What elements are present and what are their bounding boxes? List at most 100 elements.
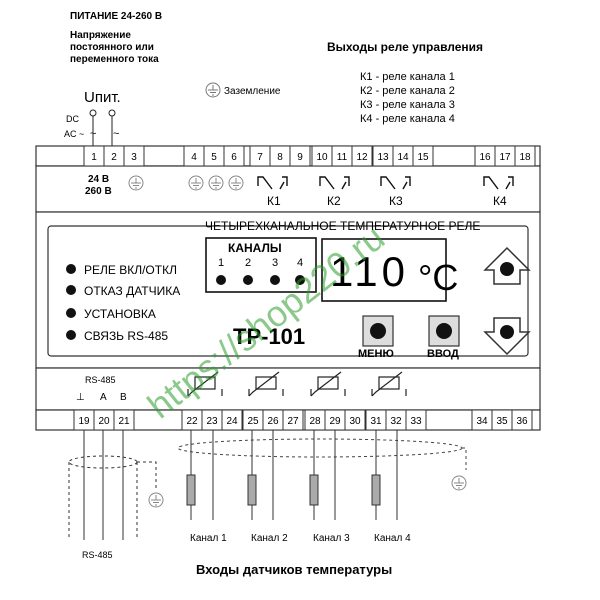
indicator-sensor-fault: ОТКАЗ ДАТЧИКА [66,284,180,298]
relay-output-item-3: К3 - реле канала 3 [360,99,455,111]
relay-output-item-1: К1 - реле канала 1 [360,71,455,83]
terminal-number: 27 [287,416,299,427]
terminal-15: 15 [412,145,434,167]
terminal-number: 5 [211,152,217,163]
terminal-number: 2 [111,152,117,163]
terminal-13: 13 [372,145,394,167]
terminal-number: 25 [247,416,259,427]
indicator-led-icon [66,264,76,274]
terminal-14: 14 [392,145,414,167]
relay-label-k1: К1 [267,194,281,208]
terminal-number: 36 [516,416,528,427]
rs485-cable [68,430,157,540]
terminal-number: 29 [329,416,341,427]
terminal-3: 3 [123,145,145,167]
channel-led-1-icon [216,275,226,285]
terminal-24: 24 [221,409,243,431]
menu-button[interactable]: МЕНЮ [358,315,394,360]
sensor-input-symbol-3 [310,371,346,397]
terminal-number: 10 [316,152,328,163]
terminal-number: 34 [476,416,488,427]
indicator-label: РЕЛЕ ВКЛ/ОТКЛ [84,263,177,277]
footer-title: Входы датчиков температуры [196,562,392,577]
relay-label-k4: К4 [493,194,507,208]
terminal-17: 17 [494,145,516,167]
terminal-6: 6 [223,145,245,167]
terminal-number: 30 [349,416,361,427]
indicator-setup: УСТАНОВКА [66,307,156,321]
terminal-1: 1 [83,145,105,167]
terminal-number: 11 [337,152,348,163]
display-unit: °C [418,257,458,298]
terminal-31: 31 [365,409,387,431]
terminal-number: 6 [231,152,237,163]
rs485-pin-a: A [100,392,107,403]
terminal-35: 35 [491,409,513,431]
terminal-number: 26 [267,416,279,427]
indicator-led-icon [66,308,76,318]
ground-icon [205,82,221,98]
temperature-display [321,238,447,302]
relay-contact-k3 [380,176,411,190]
indicator-rs485: СВЯЗЬ RS-485 [66,329,168,343]
down-arrow-button[interactable] [483,317,531,356]
terminal-12: 12 [351,145,373,167]
sensor-3 [309,430,336,520]
channels-title: КАНАЛЫ [228,241,282,255]
sensor-channel-label-2: Канал 2 [251,533,288,544]
terminal-number: 19 [78,416,90,427]
terminal-18: 18 [514,145,536,167]
voltage-label-24: 24 В [88,174,109,185]
terminal-number: 13 [377,152,389,163]
up-arrow-button[interactable] [483,246,531,285]
voltage-label-260: 260 В [85,186,112,197]
relay-contact-k4 [483,176,514,190]
ground-icon-terminal-4 [188,175,204,191]
power-title: ПИТАНИЕ 24-260 В [70,11,162,22]
terminal-30: 30 [344,409,366,431]
ac-label: AC ~ [64,129,84,139]
indicator-relay: РЕЛЕ ВКЛ/ОТКЛ [66,263,177,277]
sensor-input-symbol-2 [248,371,284,397]
terminal-28: 28 [304,409,326,431]
terminal-27: 27 [282,409,304,431]
ground-icon-terminal-6 [228,175,244,191]
sensor-cable-shield [177,438,467,470]
ground-icon-terminal-5 [208,175,224,191]
terminal-21: 21 [113,409,135,431]
sensor-channel-label-4: Канал 4 [374,533,411,544]
indicator-label: СВЯЗЬ RS-485 [84,329,168,343]
terminal-29: 29 [324,409,346,431]
terminal-11: 11 [331,145,353,167]
terminal-number: 9 [297,152,303,163]
terminal-16: 16 [474,145,496,167]
terminal-20: 20 [93,409,115,431]
supply-wires [89,109,116,146]
terminal-34: 34 [471,409,493,431]
terminal-26: 26 [262,409,284,431]
power-desc-line3: переменного тока [70,54,159,65]
terminal-number: 1 [91,152,97,163]
terminal-number: 20 [98,416,110,427]
sensor-channel-label-1: Канал 1 [190,533,227,544]
indicator-label: УСТАНОВКА [84,307,156,321]
terminal-number: 35 [496,416,508,427]
enter-button[interactable]: ВВОД [427,315,460,360]
terminal-4: 4 [183,145,205,167]
terminal-number: 31 [370,416,382,427]
rs485-shield-ground-icon [148,492,164,508]
channel-led-3-icon [270,275,280,285]
model-name: ТР-101 [233,324,305,349]
dc-label: DC [66,114,79,124]
terminal-5: 5 [203,145,225,167]
ground-icon-terminal-3 [128,175,144,191]
terminal-number: 12 [356,152,368,163]
terminal-number: 33 [410,416,422,427]
sensor-1 [186,430,214,520]
indicator-label: ОТКАЗ ДАТЧИКА [84,284,180,298]
display-value: 110 [330,248,409,295]
relay-outputs-title: Выходы реле управления [327,40,483,54]
channel-number-1: 1 [218,257,224,269]
